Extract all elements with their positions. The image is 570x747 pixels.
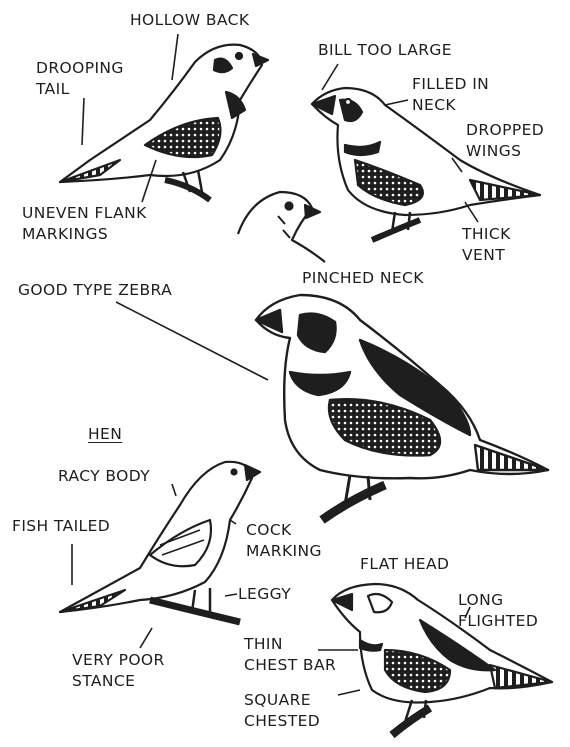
label-cock-marking: COCK MARKING	[246, 520, 322, 562]
label-racy-body: RACY BODY	[58, 466, 150, 487]
label-fish-tailed: FISH TAILED	[12, 516, 110, 537]
label-thick-vent: THICK VENT	[462, 224, 511, 266]
head-pinched-neck	[238, 192, 325, 262]
label-uneven-flank-markings: UNEVEN FLANK MARKINGS	[22, 203, 147, 245]
label-drooping-tail: DROOPING TAIL	[36, 58, 124, 100]
bird-good-type-zebra	[256, 295, 548, 520]
label-bill-too-large: BILL TOO LARGE	[318, 40, 452, 61]
label-hollow-back: HOLLOW BACK	[130, 10, 249, 31]
label-long-flighted: LONG FLIGHTED	[458, 590, 538, 632]
label-filled-in-neck: FILLED IN NECK	[412, 74, 489, 116]
label-good-type-zebra: GOOD TYPE ZEBRA	[18, 280, 172, 301]
label-leggy: LEGGY	[238, 584, 291, 605]
label-square-chested: SQUARE CHESTED	[244, 690, 320, 732]
label-thin-chest-bar: THIN CHEST BAR	[244, 634, 336, 676]
label-pinched-neck: PINCHED NECK	[302, 268, 424, 289]
label-hen: HEN	[88, 424, 122, 445]
label-flat-head: FLAT HEAD	[360, 554, 449, 575]
label-very-poor-stance: VERY POOR STANCE	[72, 650, 165, 692]
label-dropped-wings: DROPPED WINGS	[466, 120, 544, 162]
